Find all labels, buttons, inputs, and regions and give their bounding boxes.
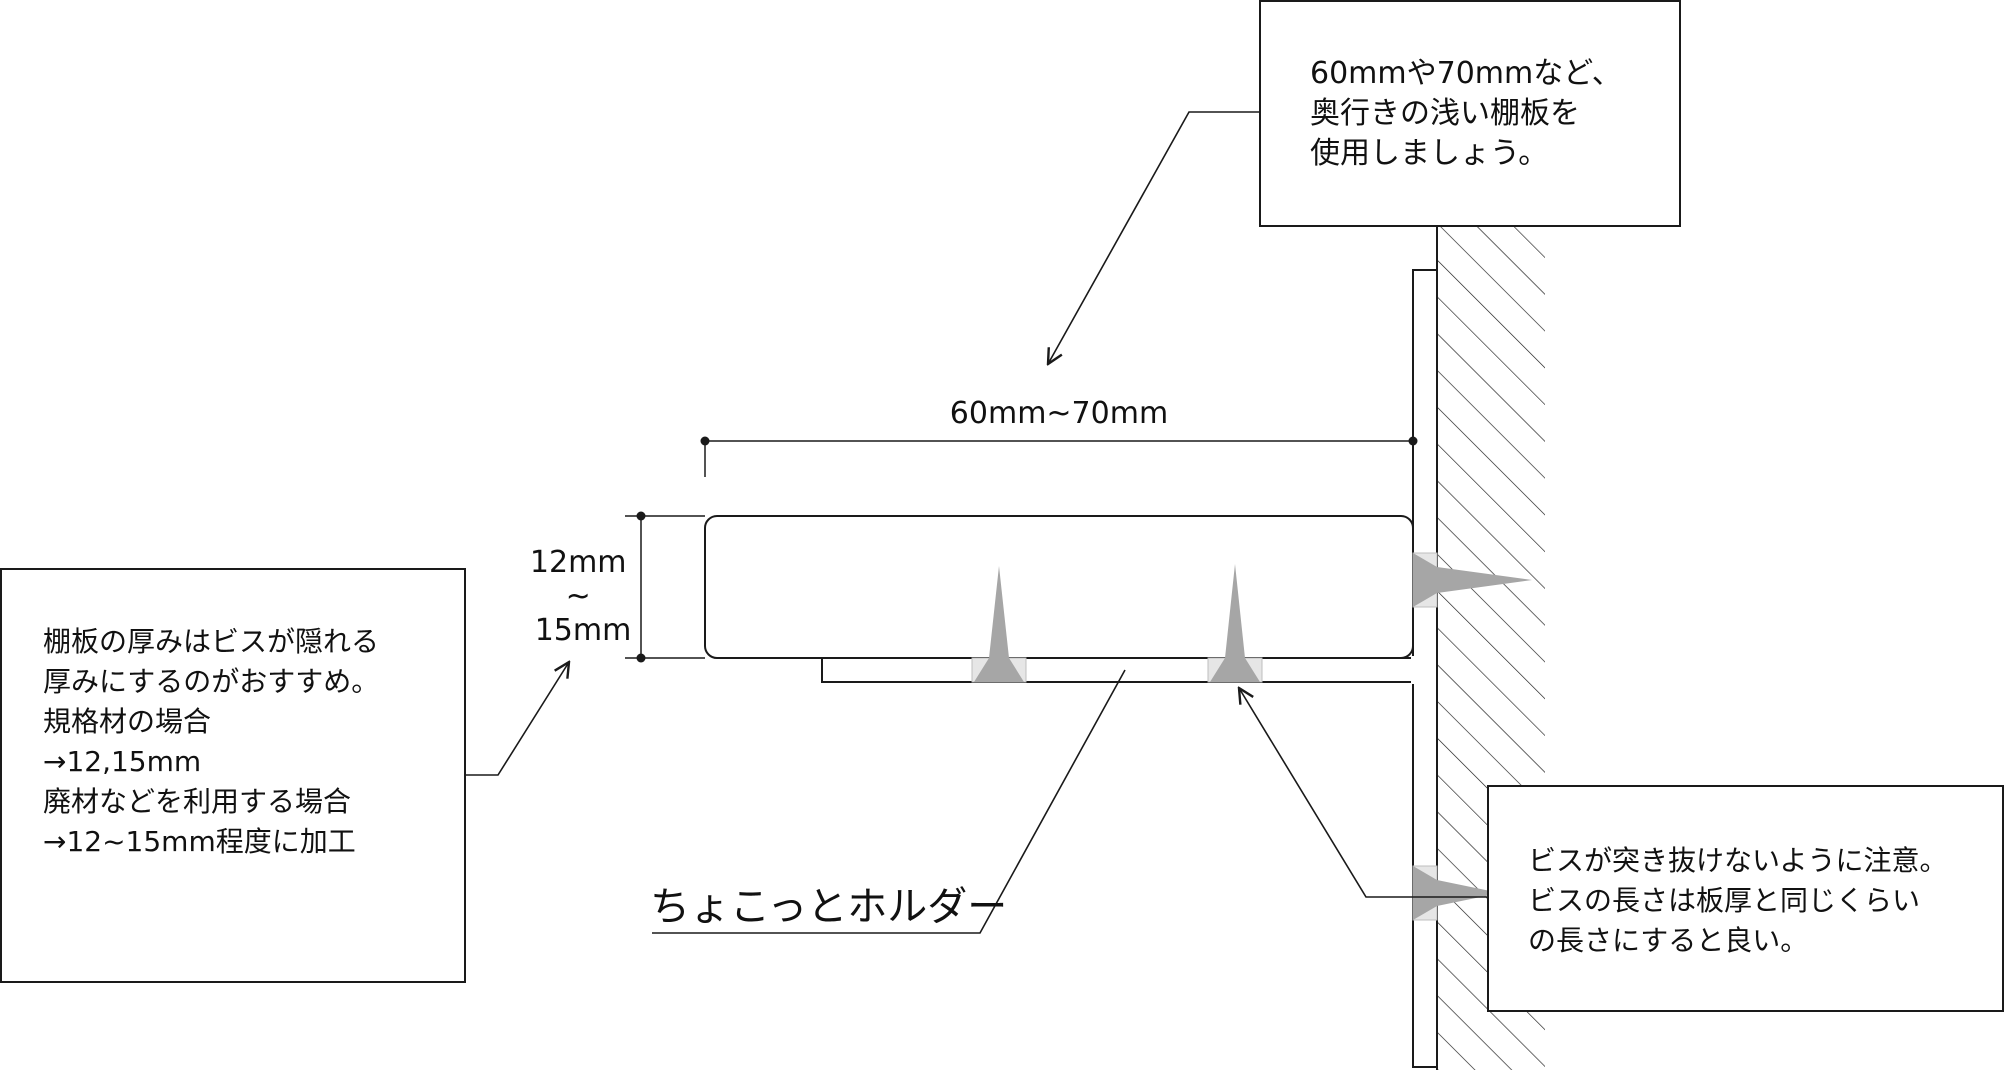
top-note-line: 奥行きの浅い棚板を	[1310, 96, 1580, 131]
screw-note-line: の長さにすると良い。	[1528, 924, 1808, 957]
dimension-dot	[1408, 436, 1418, 446]
depth-dimension: 60mm~70mm	[700, 396, 1418, 516]
left-note-line: 棚板の厚みはビスが隠れる	[43, 625, 379, 658]
left-note-line: →12,15mm	[43, 745, 201, 778]
screw-note-leader	[1239, 688, 1488, 898]
screw-icon	[1413, 553, 1532, 607]
thickness-line: 15mm	[535, 613, 632, 648]
thickness-dimension-label: 12mm ~ 15mm	[530, 545, 636, 648]
left-note: 棚板の厚みはビスが隠れる 厚みにするのがおすすめ。 規格材の場合 →12,15m…	[0, 568, 569, 983]
screw-note-line: ビスの長さは板厚と同じくらい	[1528, 884, 1920, 917]
bracket-joint	[1411, 656, 1417, 684]
screw-note-line: ビスが突き抜けないように注意。	[1528, 844, 1947, 877]
thickness-line: ~	[566, 579, 591, 614]
product-label-group: ちょこっとホルダー	[650, 669, 1126, 934]
left-note-text: 棚板の厚みはビスが隠れる 厚みにするのがおすすめ。 規格材の場合 →12,15m…	[43, 625, 388, 858]
dimension-dot	[636, 653, 646, 663]
left-note-line: →12~15mm程度に加工	[43, 825, 356, 858]
top-note-text: 60mmや70mmなど、 奥行きの浅い棚板を 使用しましょう。	[1310, 56, 1631, 171]
depth-dimension-label: 60mm~70mm	[950, 396, 1168, 431]
dimension-dot	[636, 511, 646, 521]
dimension-dot	[700, 436, 710, 446]
top-note: 60mmや70mmなど、 奥行きの浅い棚板を 使用しましょう。	[1048, 0, 1681, 364]
left-note-line: 廃材などを利用する場合	[43, 785, 351, 818]
product-label: ちょこっとホルダー	[650, 884, 1007, 930]
thickness-line: 12mm	[530, 545, 627, 580]
screw-note-box	[1487, 785, 2004, 1012]
screw-icon	[1210, 564, 1260, 682]
screw-note: ビスが突き抜けないように注意。 ビスの長さは板厚と同じくらい の長さにすると良い…	[1239, 688, 2004, 1012]
top-note-line: 使用しましょう。	[1310, 136, 1548, 171]
bracket	[821, 269, 1438, 1068]
top-note-line: 60mmや70mmなど、	[1310, 56, 1622, 91]
left-note-leader	[465, 662, 569, 776]
thickness-dimension: 12mm ~ 15mm	[530, 511, 705, 663]
shelf-board	[704, 515, 1414, 659]
left-note-box	[0, 568, 466, 983]
left-note-line: 厚みにするのがおすすめ。	[43, 665, 379, 698]
bracket-arm	[821, 657, 1414, 683]
screw-icon	[974, 566, 1024, 682]
top-note-box	[1259, 0, 1681, 227]
top-note-leader	[1048, 111, 1260, 364]
product-label-leader	[652, 669, 1126, 934]
left-note-line: 規格材の場合	[43, 705, 211, 738]
screws	[971, 552, 1532, 921]
screw-note-text: ビスが突き抜けないように注意。 ビスの長さは板厚と同じくらい の長さにすると良い…	[1528, 844, 1956, 957]
screw-icon	[1413, 866, 1500, 920]
